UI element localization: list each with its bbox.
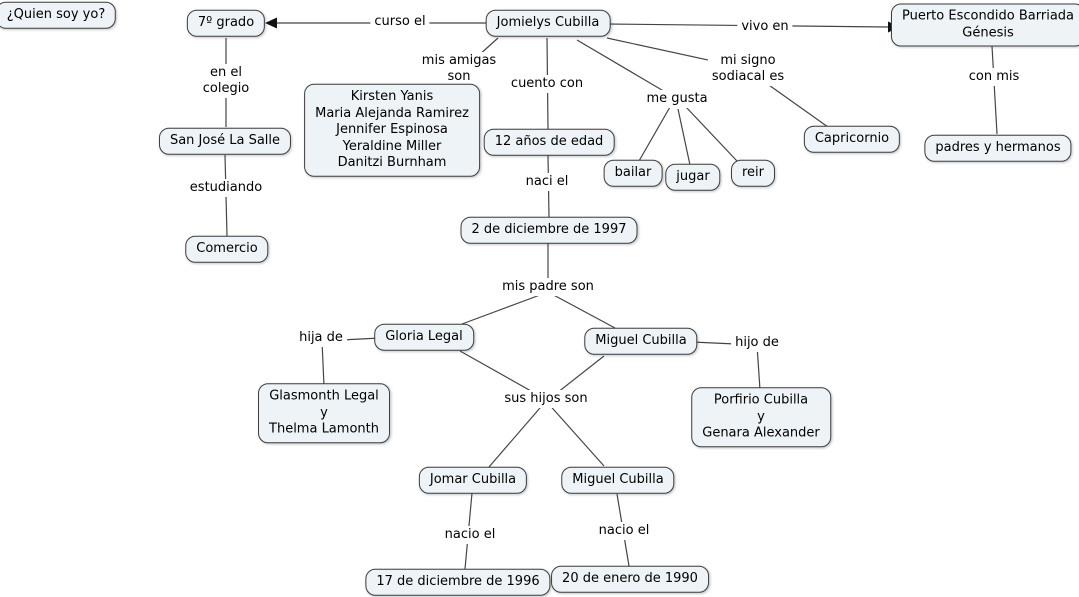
node-gloria-legal[interactable]: Gloria Legal: [374, 323, 474, 351]
node-san-jose-la-salle[interactable]: San José La Salle: [158, 127, 292, 155]
edge-label-nacio-el-jomar[interactable]: nacio el: [440, 526, 500, 544]
edge-label-sus-hijos-son[interactable]: sus hijos son: [500, 390, 592, 408]
node-12-anos-de-edad[interactable]: 12 años de edad: [483, 128, 615, 156]
edge-label-mi-signo[interactable]: mi signo sodiacal es: [707, 52, 789, 86]
node-abuelos-paternos[interactable]: Porfirio Cubilla y Genara Alexander: [691, 387, 831, 447]
node-quien-soy-yo[interactable]: ¿Quien soy yo?: [0, 1, 117, 29]
edge-label-curso-el[interactable]: curso el: [370, 13, 430, 31]
node-fecha-1996[interactable]: 17 de diciembre de 1996: [365, 568, 551, 596]
edge-label-estudiando[interactable]: estudiando: [185, 179, 267, 197]
edge-label-vivo-en[interactable]: vivo en: [737, 18, 793, 36]
node-7-grado[interactable]: 7º grado: [186, 9, 266, 37]
node-abuelos-maternos[interactable]: Glasmonth Legal y Thelma Lamonth: [258, 383, 390, 443]
node-puerto-escondido[interactable]: Puerto Escondido Barriada Génesis: [890, 3, 1079, 47]
edge-label-hijo-de[interactable]: hijo de: [731, 334, 783, 352]
arrowhead-left: [265, 17, 277, 29]
node-padres-y-hermanos[interactable]: padres y hermanos: [924, 134, 1072, 162]
node-miguel-cubilla-hermano[interactable]: Miguel Cubilla: [561, 466, 675, 494]
node-fecha-1997[interactable]: 2 de diciembre de 1997: [460, 216, 638, 244]
node-comercio[interactable]: Comercio: [185, 235, 269, 263]
edge-label-con-mis[interactable]: con mis: [964, 68, 1024, 86]
node-jomar-cubilla[interactable]: Jomar Cubilla: [418, 466, 528, 494]
node-bailar[interactable]: bailar: [603, 159, 663, 187]
edge-label-hija-de[interactable]: hija de: [295, 329, 347, 347]
edge-label-nacio-el-miguel[interactable]: nacio el: [594, 522, 654, 540]
node-jugar[interactable]: jugar: [665, 163, 721, 191]
node-reir[interactable]: reir: [730, 159, 776, 187]
edge-label-mis-padre-son[interactable]: mis padre son: [498, 278, 598, 296]
node-miguel-cubilla-padre[interactable]: Miguel Cubilla: [584, 327, 698, 355]
edge-label-cuento-con[interactable]: cuento con: [506, 75, 588, 93]
edge-label-mis-amigas-son[interactable]: mis amigas son: [417, 52, 501, 86]
node-capricornio[interactable]: Capricornio: [803, 125, 901, 153]
node-jomielys-cubilla[interactable]: Jomielys Cubilla: [485, 9, 611, 37]
edge-label-naci-el[interactable]: naci el: [521, 173, 573, 191]
edge-label-me-gusta[interactable]: me gusta: [642, 90, 712, 108]
node-amigas[interactable]: Kirsten Yanis Maria Alejanda Ramirez Jen…: [304, 83, 480, 177]
edge-label-en-el-colegio[interactable]: en el colegio: [198, 64, 254, 98]
node-fecha-1990[interactable]: 20 de enero de 1990: [551, 565, 709, 593]
